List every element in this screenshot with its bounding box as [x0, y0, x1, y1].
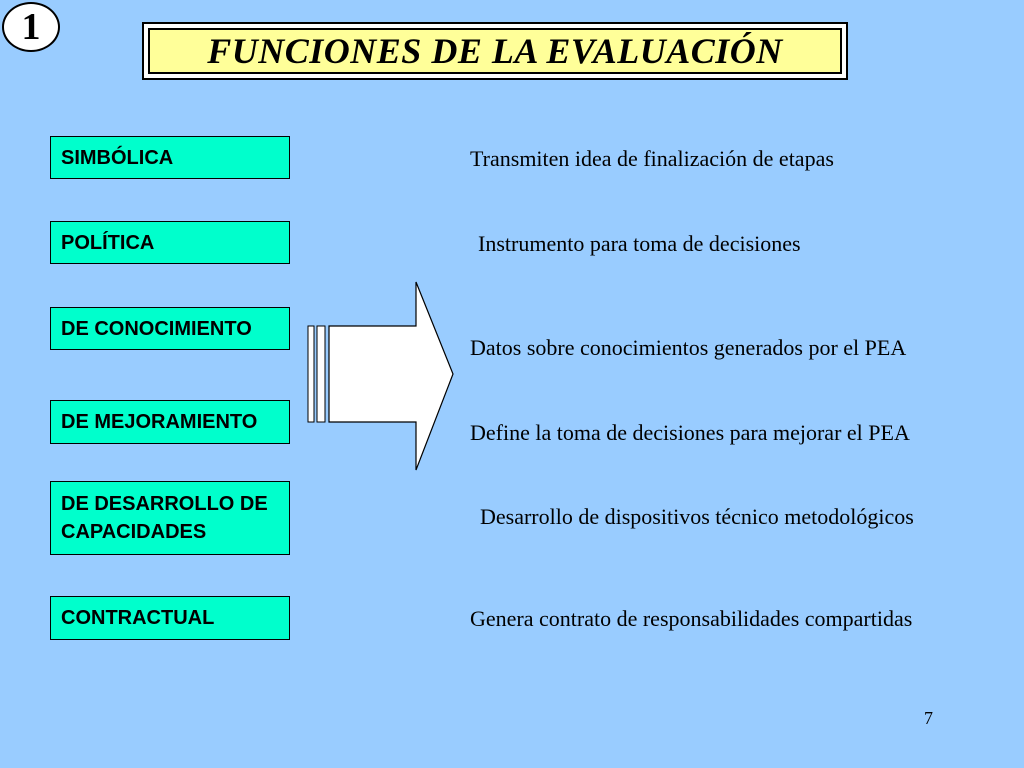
function-box-desarrollo: DE DESARROLLO DE CAPACIDADES — [50, 481, 290, 555]
function-box-politica: POLÍTICA — [50, 221, 290, 264]
function-box-mejoramiento: DE MEJORAMIENTO — [50, 400, 290, 444]
page-title: FUNCIONES DE LA EVALUACIÓN — [148, 28, 842, 74]
description-politica: Instrumento para toma de decisiones — [478, 231, 801, 256]
title-frame: FUNCIONES DE LA EVALUACIÓN — [142, 22, 848, 80]
description-simbolica: Transmiten idea de finalización de etapa… — [470, 146, 834, 171]
function-box-simbolica: SIMBÓLICA — [50, 136, 290, 179]
striped-right-arrow-icon — [307, 281, 454, 471]
function-box-conocimiento: DE CONOCIMIENTO — [50, 307, 290, 350]
slide-number-badge: 1 — [2, 2, 60, 52]
function-box-contractual: CONTRACTUAL — [50, 596, 290, 640]
description-desarrollo: Desarrollo de dispositivos técnico metod… — [480, 504, 914, 529]
description-contractual: Genera contrato de responsabilidades com… — [470, 606, 913, 631]
description-mejoramiento: Define la toma de decisiones para mejora… — [470, 420, 910, 445]
description-conocimiento: Datos sobre conocimientos generados por … — [470, 335, 907, 360]
page-number: 7 — [924, 708, 933, 728]
